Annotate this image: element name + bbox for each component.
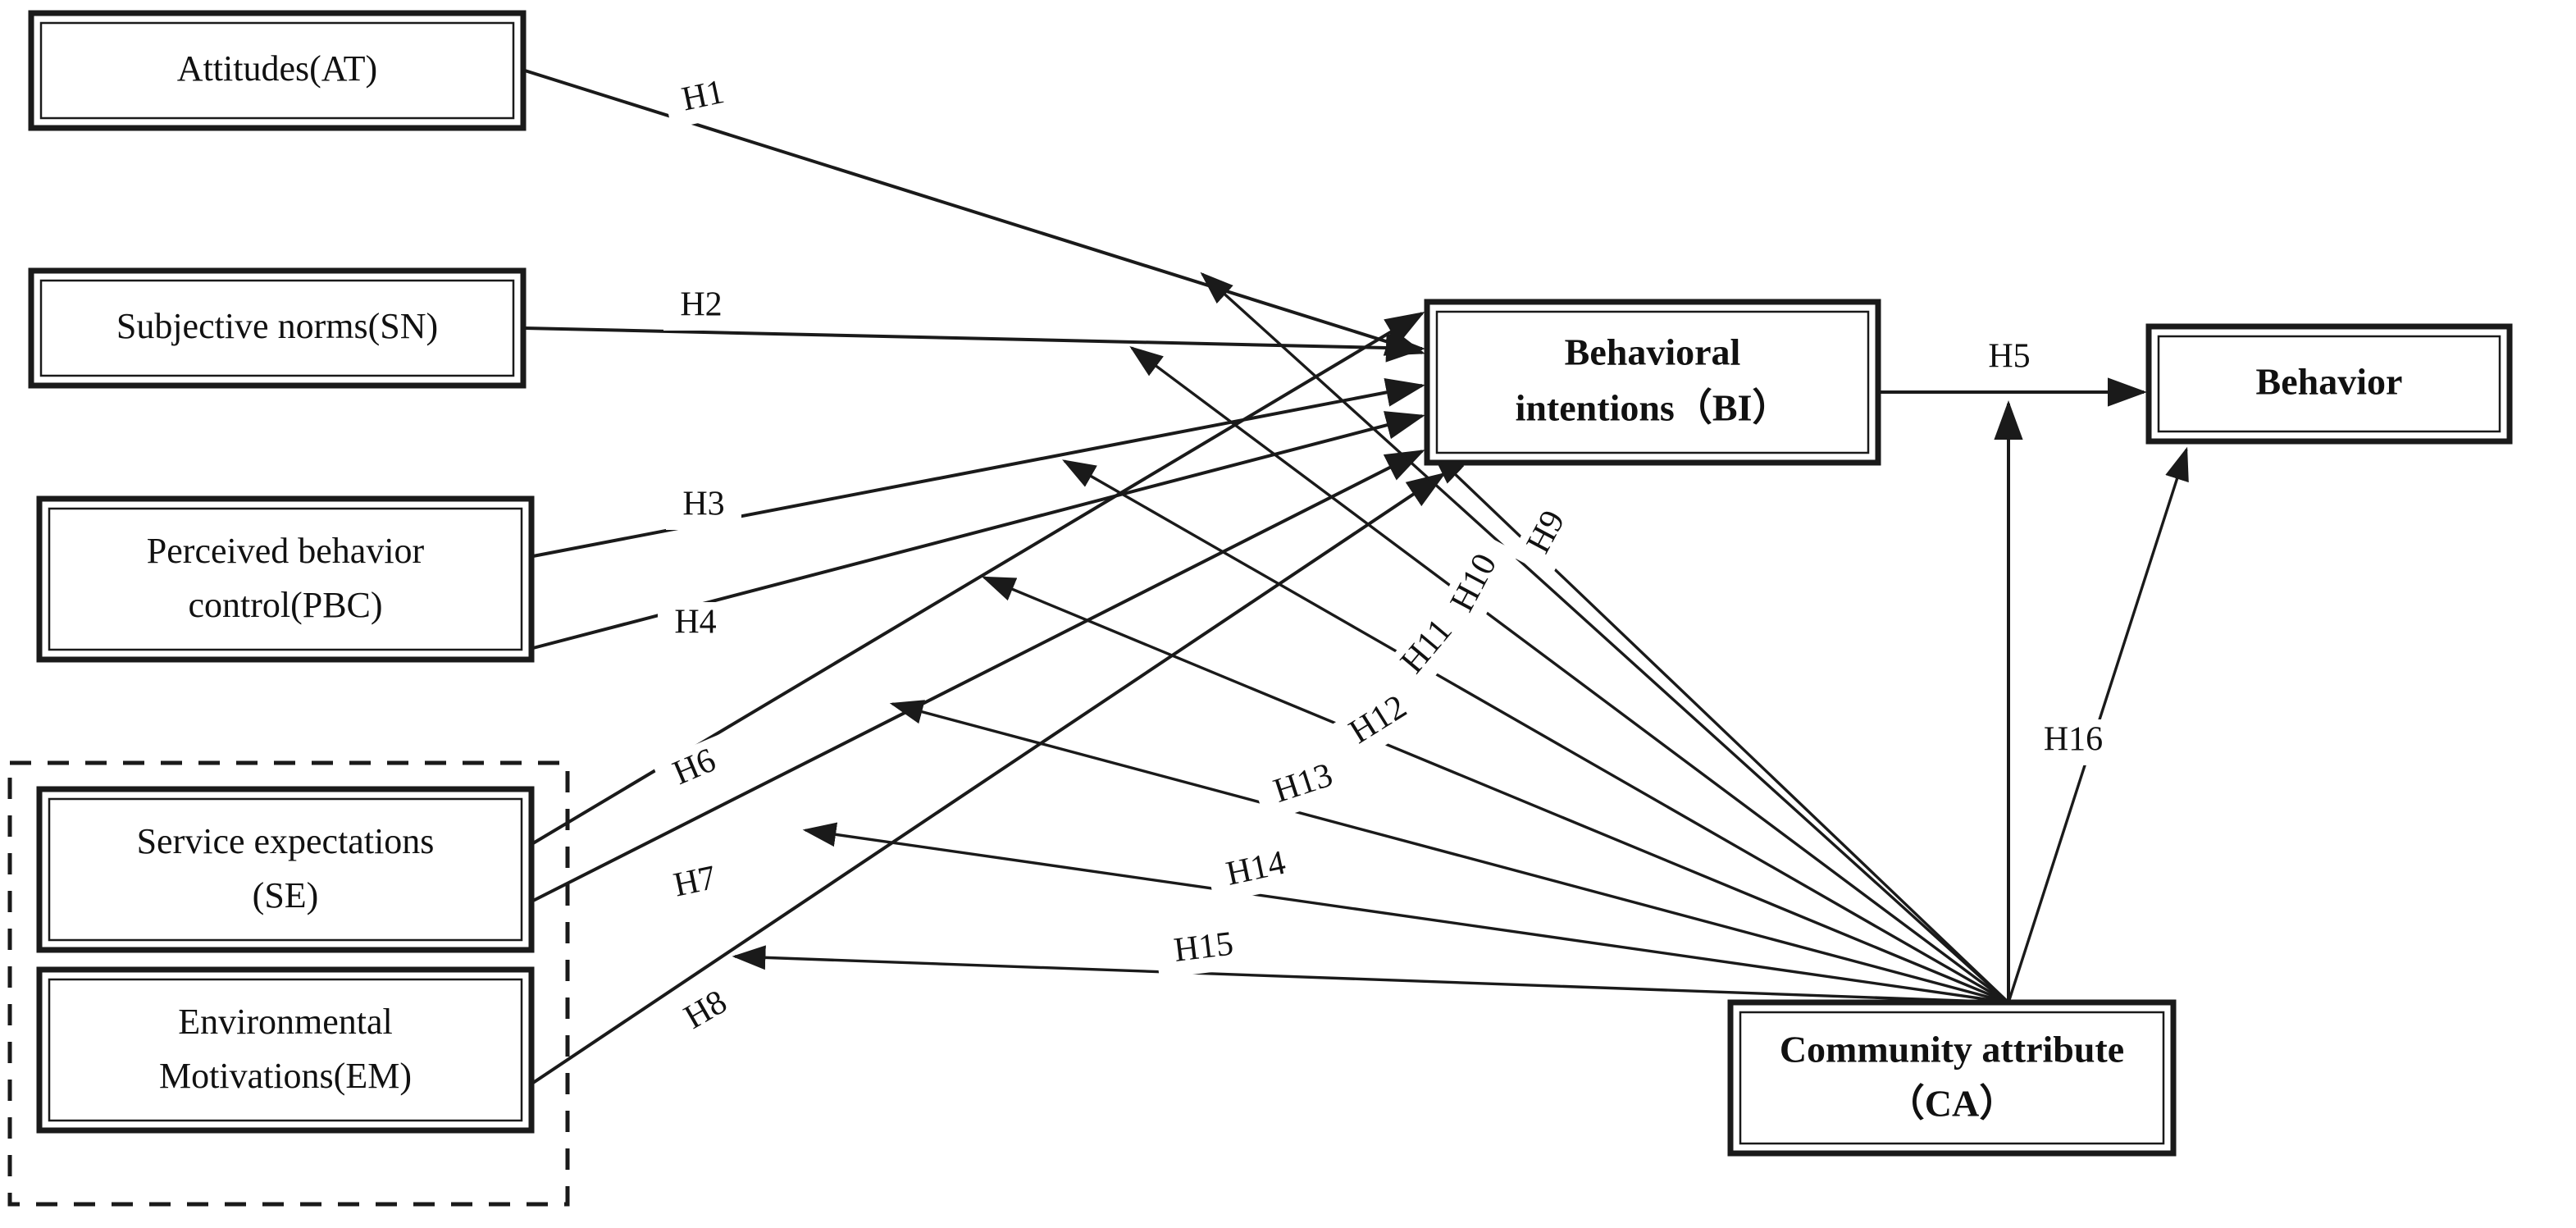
hyp-label-h4: H4 — [658, 602, 733, 648]
node-se[interactable]: Service expectations (SE) — [36, 786, 535, 953]
node-em[interactable]: Environmental Motivations(EM) — [36, 966, 535, 1134]
hyp-label-h16-text: H16 — [2044, 721, 2103, 759]
hyp-label-h3-text: H3 — [682, 486, 724, 523]
hyp-label-h14: H14 — [1205, 838, 1308, 904]
hyp-label-h2-text: H2 — [680, 286, 722, 324]
node-se-label-0: Service expectations — [137, 821, 435, 861]
antecedent-group-dashed-box — [7, 760, 570, 1207]
hyp-label-h5: H5 — [1972, 336, 2047, 382]
node-ca-label-0: Community attribute — [1780, 1029, 2124, 1071]
node-behavior-label-0: Behavior — [2256, 361, 2403, 403]
node-pbc-label-0: Perceived behavior — [147, 531, 425, 571]
edge-ca-em — [732, 945, 2009, 1004]
hyp-label-h16: H16 — [2026, 719, 2121, 765]
edge-h2 — [524, 326, 1425, 363]
edge-h7 — [532, 450, 1425, 902]
nodes-layer: Attitudes(AT) Subjective norms(SN) Perce… — [28, 10, 2513, 1157]
node-bi-label-0: Behavioral — [1565, 331, 1741, 373]
node-sn-label-0: Subjective norms(SN) — [116, 306, 438, 346]
node-ca[interactable]: Community attribute （CA） — [1727, 999, 2177, 1157]
hypothesis-labels-layer: H1 H2 H3 H4 H5 H6 — [651, 68, 2121, 1052]
node-em-label-0: Environmental — [178, 1002, 393, 1042]
hyp-label-h3: H3 — [666, 484, 741, 530]
edge-h15 — [802, 822, 2009, 1004]
edge-h10 — [1200, 272, 2010, 1004]
hyp-label-h6: H6 — [651, 733, 740, 806]
node-bi[interactable]: Behavioral intentions（BI） — [1424, 299, 1881, 466]
node-sn[interactable]: Subjective norms(SN) — [28, 267, 527, 389]
hyp-label-h15: H15 — [1154, 921, 1254, 979]
node-pbc-label-1: control(PBC) — [188, 585, 382, 625]
hyp-label-h7: H7 — [654, 854, 737, 915]
hyp-label-h15-text: H15 — [1172, 924, 1235, 969]
node-pbc[interactable]: Perceived behavior control(PBC) — [36, 495, 535, 663]
hyp-label-h13: H13 — [1252, 749, 1356, 823]
hyp-label-h8: H8 — [663, 973, 751, 1052]
edge-h11 — [1129, 345, 2010, 1004]
node-at[interactable]: Attitudes(AT) — [28, 10, 527, 131]
hyp-label-h1: H1 — [662, 68, 745, 129]
node-em-label-1: Motivations(EM) — [159, 1056, 412, 1096]
node-ca-label-1: （CA） — [1887, 1083, 2017, 1125]
hyp-label-h4-text: H4 — [674, 604, 716, 641]
hyp-label-h1-text: H1 — [678, 73, 727, 119]
hyp-label-h2: H2 — [663, 285, 739, 331]
hyp-label-h5-text: H5 — [1988, 338, 2030, 376]
hyp-label-h7-text: H7 — [670, 859, 719, 905]
node-se-label-1: (SE) — [253, 875, 319, 915]
edge-h1 — [524, 69, 1425, 356]
edge-h9 — [1431, 451, 2010, 1004]
edge-h12 — [1062, 459, 2009, 1004]
edge-h13 — [981, 576, 2009, 1004]
node-behavior[interactable]: Behavior — [2145, 323, 2513, 445]
edge-h14 — [889, 700, 2009, 1004]
node-bi-label-1: intentions（BI） — [1516, 387, 1790, 429]
edge-h8 — [531, 472, 1447, 1084]
node-at-label-0: Attitudes(AT) — [177, 48, 377, 89]
edges-layer — [524, 69, 2189, 1084]
